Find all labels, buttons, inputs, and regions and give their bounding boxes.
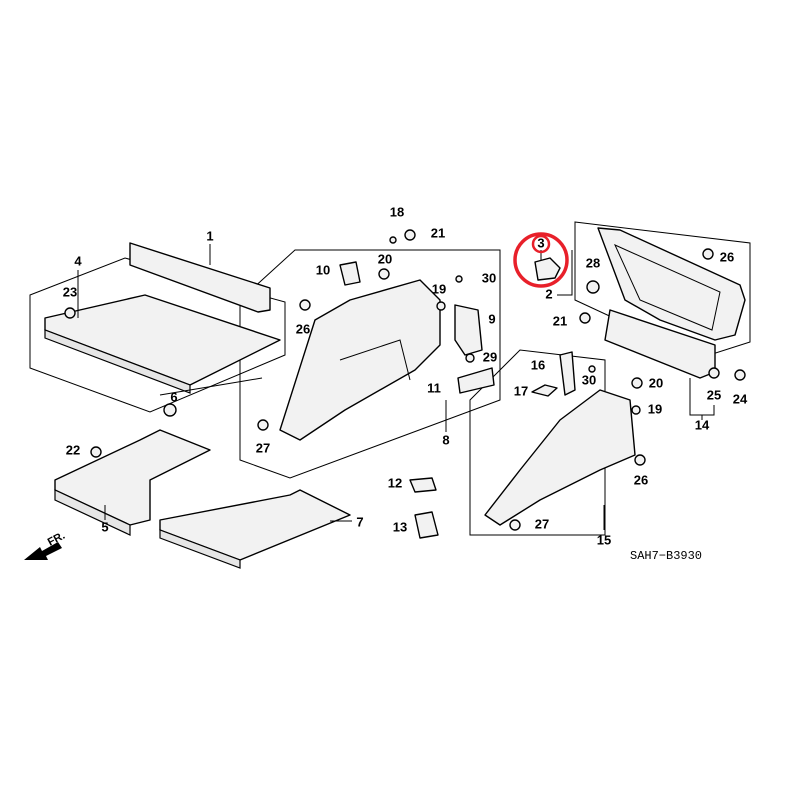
callout-22[interactable]: 22 — [66, 442, 80, 457]
callout-19[interactable]: 19 — [432, 281, 446, 296]
callout-23[interactable]: 23 — [63, 284, 77, 299]
callout-26c[interactable]: 26 — [634, 472, 648, 487]
callout-5[interactable]: 5 — [101, 519, 108, 534]
callout-27[interactable]: 27 — [256, 440, 270, 455]
part-7-floor-frame[interactable] — [159, 489, 352, 569]
callout-21[interactable]: 21 — [431, 225, 445, 240]
callout-labels: 1 4 23 6 22 5 7 18 21 10 20 30 19 26 9 2… — [63, 204, 748, 547]
callout-27b[interactable]: 27 — [535, 516, 549, 531]
part-1-tonneau-cover[interactable] — [129, 242, 271, 313]
part-15-right-side-trim[interactable] — [484, 389, 636, 530]
callout-13[interactable]: 13 — [393, 519, 407, 534]
callout-10[interactable]: 10 — [316, 262, 330, 277]
callout-20[interactable]: 20 — [378, 251, 392, 266]
part-14-lower-garnish[interactable] — [604, 309, 716, 420]
part-12-hook[interactable] — [409, 477, 437, 493]
callout-20b[interactable]: 20 — [649, 375, 663, 390]
callout-28[interactable]: 28 — [586, 255, 600, 270]
callout-8[interactable]: 8 — [442, 432, 449, 447]
group-box-4 — [29, 257, 286, 413]
callout-24[interactable]: 24 — [733, 391, 748, 406]
part-13-bracket[interactable] — [414, 511, 439, 539]
callout-3[interactable]: 3 — [537, 235, 544, 250]
callout-4[interactable]: 4 — [74, 253, 82, 268]
group-box-2 — [574, 221, 751, 359]
callout-19b[interactable]: 19 — [648, 401, 662, 416]
callout-30[interactable]: 30 — [482, 270, 496, 285]
part-8-left-side-trim[interactable] — [279, 279, 447, 441]
callout-9[interactable]: 9 — [488, 311, 495, 326]
callout-26b[interactable]: 26 — [720, 249, 734, 264]
callout-15[interactable]: 15 — [597, 532, 611, 547]
callout-25[interactable]: 25 — [707, 387, 721, 402]
callout-12[interactable]: 12 — [388, 475, 402, 490]
callout-29[interactable]: 29 — [483, 349, 497, 364]
callout-11[interactable]: 11 — [427, 380, 441, 395]
callout-14[interactable]: 14 — [695, 417, 710, 432]
svg-text:FR.: FR. — [46, 530, 67, 549]
callout-17[interactable]: 17 — [514, 383, 528, 398]
part-4-floor-board[interactable] — [44, 270, 281, 417]
front-direction-arrow: FR. — [24, 530, 67, 560]
callout-18[interactable]: 18 — [390, 204, 404, 219]
diagram-code: SAH7−B3930 — [630, 549, 702, 563]
callout-16[interactable]: 16 — [531, 357, 545, 372]
callout-1[interactable]: 1 — [206, 228, 213, 243]
part-5-floor-frame[interactable] — [54, 429, 211, 536]
part-2-tailgate-trim[interactable] — [557, 227, 746, 341]
callout-26[interactable]: 26 — [296, 321, 310, 336]
callout-7[interactable]: 7 — [356, 514, 363, 529]
part-17-cap[interactable] — [531, 384, 558, 397]
highlight-label-circle — [531, 234, 551, 254]
callout-21b[interactable]: 21 — [553, 313, 567, 328]
callout-6[interactable]: 6 — [170, 389, 177, 404]
part-3-hook[interactable] — [534, 250, 561, 281]
callout-2[interactable]: 2 — [545, 286, 552, 301]
fasteners — [64, 229, 746, 531]
part-9-panel[interactable] — [454, 304, 483, 356]
part-16-bracket[interactable] — [559, 351, 576, 396]
highlight-circle — [513, 232, 569, 288]
group-box-8 — [239, 249, 501, 479]
part-11-trim[interactable] — [457, 367, 495, 394]
callout-30b[interactable]: 30 — [582, 372, 596, 387]
part-10-cap[interactable] — [339, 261, 361, 286]
